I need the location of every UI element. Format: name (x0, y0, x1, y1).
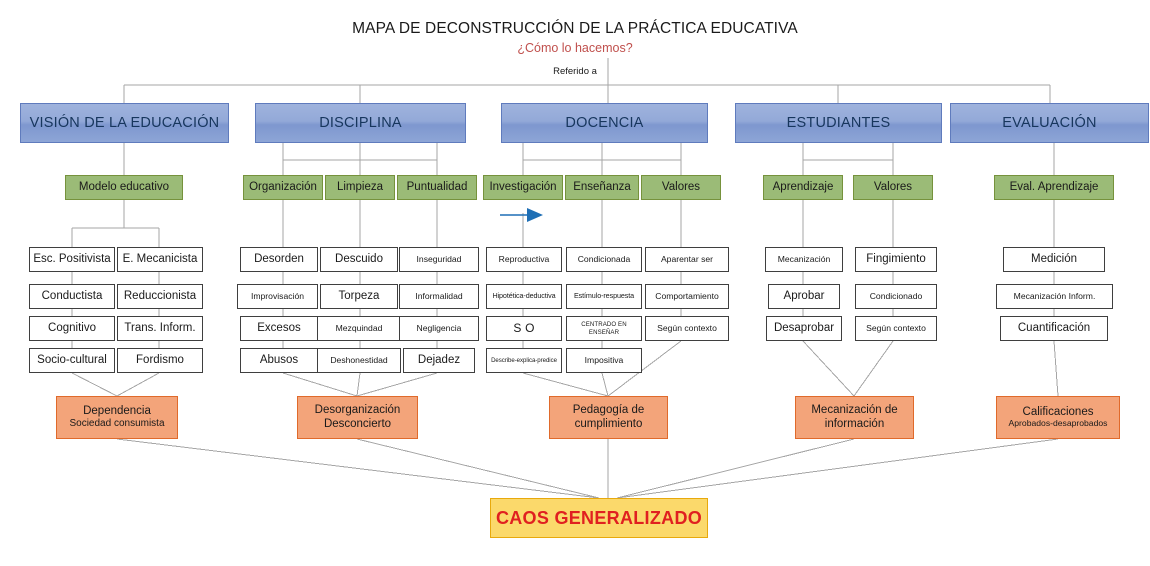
detail-box[interactable]: Impositiva (566, 348, 642, 373)
subcategory-box-valores-docencia[interactable]: Valores (641, 175, 721, 200)
detail-box[interactable]: Torpeza (320, 284, 398, 309)
detail-box[interactable]: Esc. Positivista (29, 247, 115, 272)
subcategory-box-modelo-educativo[interactable]: Modelo educativo (65, 175, 183, 200)
subcategory-box-ensenanza[interactable]: Enseñanza (565, 175, 639, 200)
detail-box[interactable]: Condicionada (566, 247, 642, 272)
outcome-line-1: Dependencia (83, 405, 151, 418)
detail-box[interactable]: Mecanización Inform. (996, 284, 1113, 309)
subcategory-box-investigacion[interactable]: Investigación (483, 175, 563, 200)
detail-box[interactable]: Condicionado (855, 284, 937, 309)
outcome-line-2: Sociedad consumista (69, 418, 165, 430)
outcome-box-dependencia[interactable]: Dependencia Sociedad consumista (56, 396, 178, 439)
detail-box[interactable]: Reproductiva (486, 247, 562, 272)
outcome-line-1: Pedagogía de (572, 404, 645, 417)
detail-box[interactable]: Improvisación (237, 284, 318, 309)
subcategory-box-aprendizaje[interactable]: Aprendizaje (763, 175, 843, 200)
detail-box[interactable]: Fordismo (117, 348, 203, 373)
detail-box[interactable]: Deshonestidad (317, 348, 401, 373)
outcome-line-2: Desconcierto (323, 417, 392, 430)
detail-box[interactable]: Describe-explica-predice (486, 348, 562, 373)
subcategory-box-organizacion[interactable]: Organización (243, 175, 323, 200)
detail-box[interactable]: Conductista (29, 284, 115, 309)
outcome-box-calificaciones[interactable]: Calificaciones Aprobados-desaprobados (996, 396, 1120, 439)
category-box-vision[interactable]: VISIÓN DE LA EDUCACIÓN (20, 103, 229, 143)
detail-box[interactable]: S O (486, 316, 562, 341)
detail-box[interactable]: Según contexto (855, 316, 937, 341)
outcome-line-2: información (824, 417, 885, 430)
detail-box[interactable]: Negligencia (399, 316, 479, 341)
detail-box[interactable]: Informalidad (399, 284, 479, 309)
page-subtitle: ¿Cómo lo hacemos? (517, 41, 633, 55)
subcategory-box-eval-aprendizaje[interactable]: Eval. Aprendizaje (994, 175, 1114, 200)
detail-box[interactable]: Aprobar (768, 284, 840, 309)
detail-box[interactable]: Abusos (240, 348, 318, 373)
page-title: MAPA DE DECONSTRUCCIÓN DE LA PRÁCTICA ED… (352, 20, 798, 37)
outcome-line-2: cumplimiento (574, 417, 643, 430)
detail-box[interactable]: Aparentar ser (645, 247, 729, 272)
category-box-docencia[interactable]: DOCENCIA (501, 103, 708, 143)
detail-box[interactable]: E. Mecanicista (117, 247, 203, 272)
subcategory-box-valores-estudiantes[interactable]: Valores (853, 175, 933, 200)
detail-box[interactable]: Mecanización (765, 247, 843, 272)
outcome-line-2: Aprobados-desaprobados (1008, 418, 1108, 429)
connector-label-referido-a: Referido a (553, 66, 597, 77)
detail-box[interactable]: Excesos (240, 316, 318, 341)
detail-box[interactable]: Hipotética-deductiva (486, 284, 562, 309)
detail-box[interactable]: Reduccionista (117, 284, 203, 309)
outcome-box-mecanizacion-informacion[interactable]: Mecanización de información (795, 396, 914, 439)
detail-box[interactable]: Medición (1003, 247, 1105, 272)
outcome-line-1: Desorganización (314, 404, 401, 417)
detail-box[interactable]: Desorden (240, 247, 318, 272)
detail-box[interactable]: Según contexto (645, 316, 729, 341)
detail-box[interactable]: Inseguridad (399, 247, 479, 272)
detail-box[interactable]: Cuantificación (1000, 316, 1108, 341)
detail-box[interactable]: Socio-cultural (29, 348, 115, 373)
detail-box[interactable]: CENTRADO EN ENSEÑAR (566, 316, 642, 341)
detail-box[interactable]: Cognitivo (29, 316, 115, 341)
outcome-box-pedagogia[interactable]: Pedagogía de cumplimiento (549, 396, 668, 439)
conclusion-box-caos-generalizado[interactable]: CAOS GENERALIZADO (490, 498, 708, 538)
detail-box[interactable]: Comportamiento (645, 284, 729, 309)
outcome-line-1: Mecanización de (811, 404, 898, 417)
detail-box[interactable]: Desaprobar (766, 316, 842, 341)
investigacion-arrow (500, 208, 543, 222)
detail-box[interactable]: Descuido (320, 247, 398, 272)
detail-box[interactable]: Mezquindad (317, 316, 401, 341)
outcome-box-desorganizacion[interactable]: Desorganización Desconcierto (297, 396, 418, 439)
subcategory-box-puntualidad[interactable]: Puntualidad (397, 175, 477, 200)
detail-box[interactable]: Dejadez (403, 348, 475, 373)
detail-box[interactable]: Estímulo-respuesta (566, 284, 642, 309)
category-box-evaluacion[interactable]: EVALUACIÓN (950, 103, 1149, 143)
outcome-line-1: Calificaciones (1022, 405, 1094, 418)
category-box-estudiantes[interactable]: ESTUDIANTES (735, 103, 942, 143)
subcategory-box-limpieza[interactable]: Limpieza (325, 175, 395, 200)
detail-box[interactable]: Fingimiento (855, 247, 937, 272)
category-box-disciplina[interactable]: DISCIPLINA (255, 103, 466, 143)
detail-box[interactable]: Trans. Inform. (117, 316, 203, 341)
